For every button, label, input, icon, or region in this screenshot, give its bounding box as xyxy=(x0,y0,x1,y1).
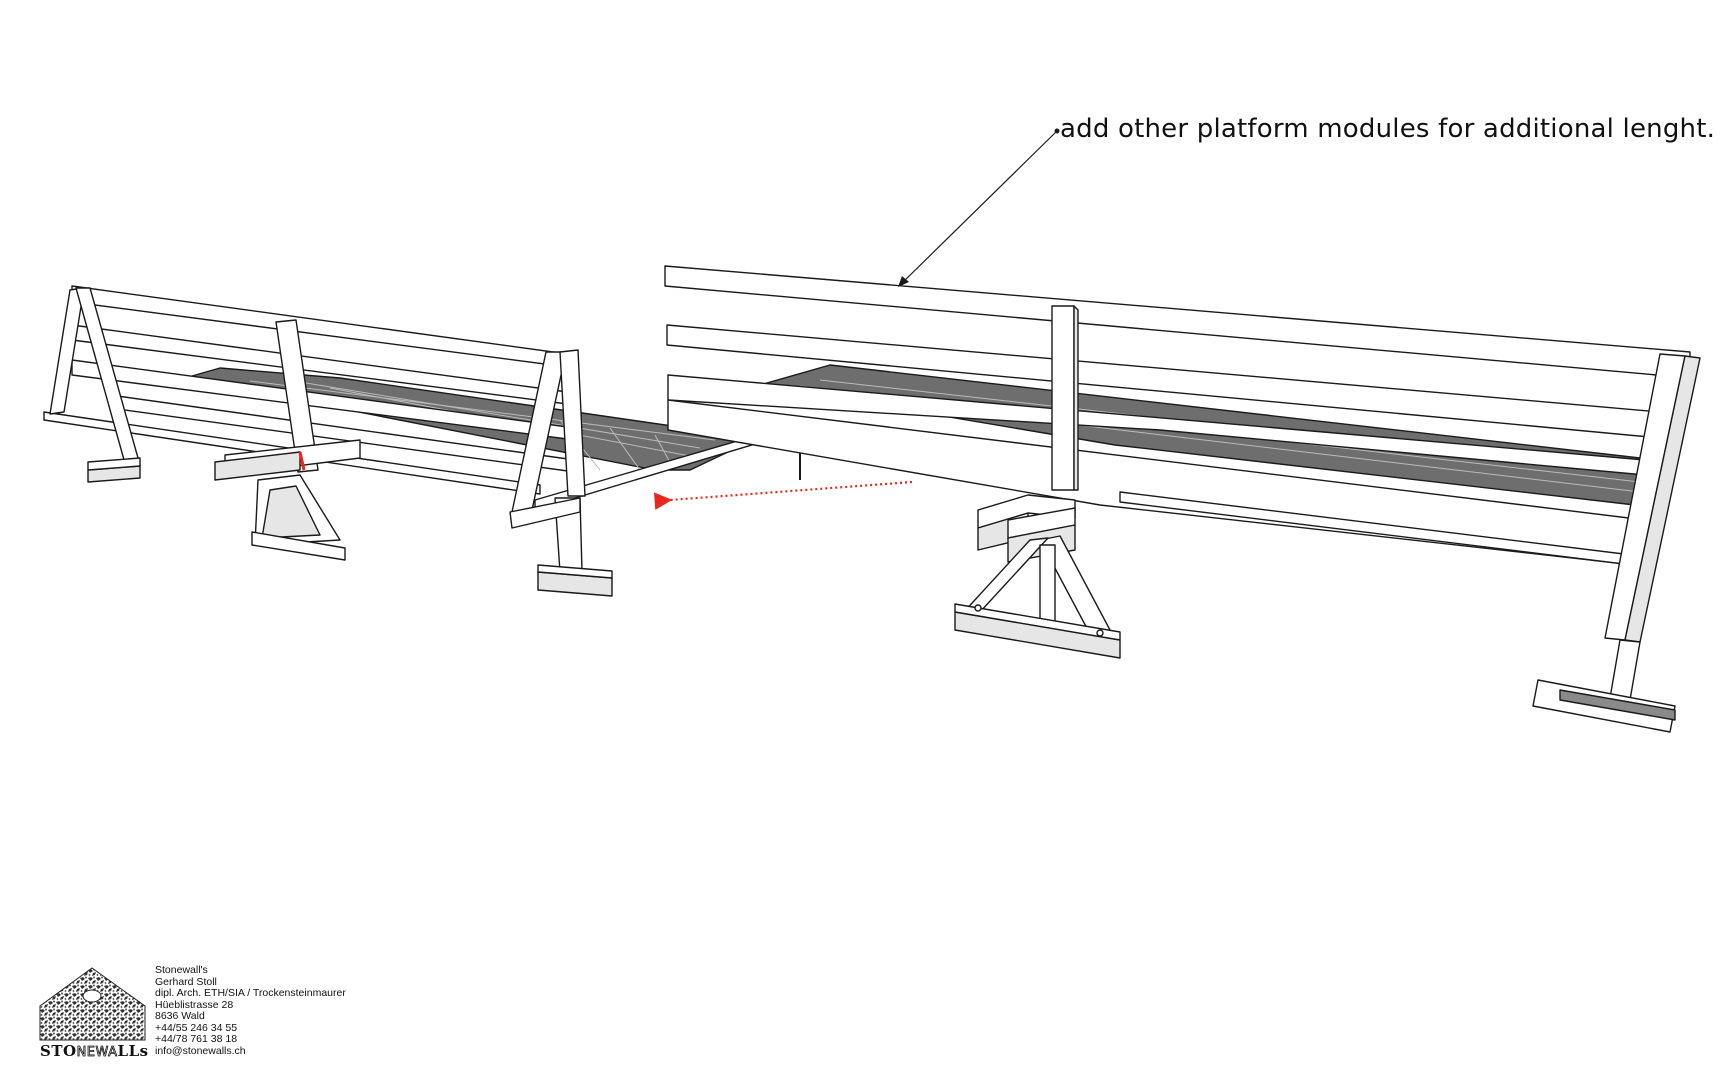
right-center-post xyxy=(1051,305,1075,491)
left-middle-post xyxy=(275,319,319,473)
left-back-rail-top xyxy=(71,285,576,369)
logo-word-part2: NEWA xyxy=(76,1045,118,1061)
annotation-leader-arrowhead xyxy=(898,276,909,287)
stonewalls-logo-wordmark: STONEWALLs xyxy=(40,1042,150,1060)
contact-line-phone: +44/55 246 34 55 xyxy=(155,1021,238,1034)
right-back-board-top xyxy=(664,265,1691,379)
contact-line-company: Stonewall's xyxy=(155,964,208,976)
slide-direction-arrow xyxy=(653,480,913,510)
stonewalls-logo-graphic xyxy=(39,967,146,1041)
right-back-board-low xyxy=(667,374,1646,476)
contact-block: Stonewall's Gerhard Stoll dipl. Arch. ET… xyxy=(155,964,346,1057)
logo-word-part3: LLs xyxy=(117,1042,149,1060)
annotation-leader-line xyxy=(899,130,1058,286)
contact-line-street: Hüeblistrasse 28 xyxy=(155,998,234,1011)
annotation-bullet xyxy=(1054,128,1060,134)
annotation-text: add other platform modules for additiona… xyxy=(1060,114,1716,144)
contact-line-email: info@stonewalls.ch xyxy=(155,1044,246,1057)
contact-line-city: 8636 Wald xyxy=(155,1010,205,1022)
contact-line-title: dipl. Arch. ETH/SIA / Trockensteinmaurer xyxy=(155,987,346,999)
right-platform-module xyxy=(664,265,1701,733)
contact-line-name: Gerhard Stoll xyxy=(155,975,217,988)
contact-line-mobile: +44/78 761 38 18 xyxy=(155,1033,238,1045)
left-platform-module xyxy=(43,285,801,597)
logo-word-part1: STO xyxy=(40,1042,77,1060)
